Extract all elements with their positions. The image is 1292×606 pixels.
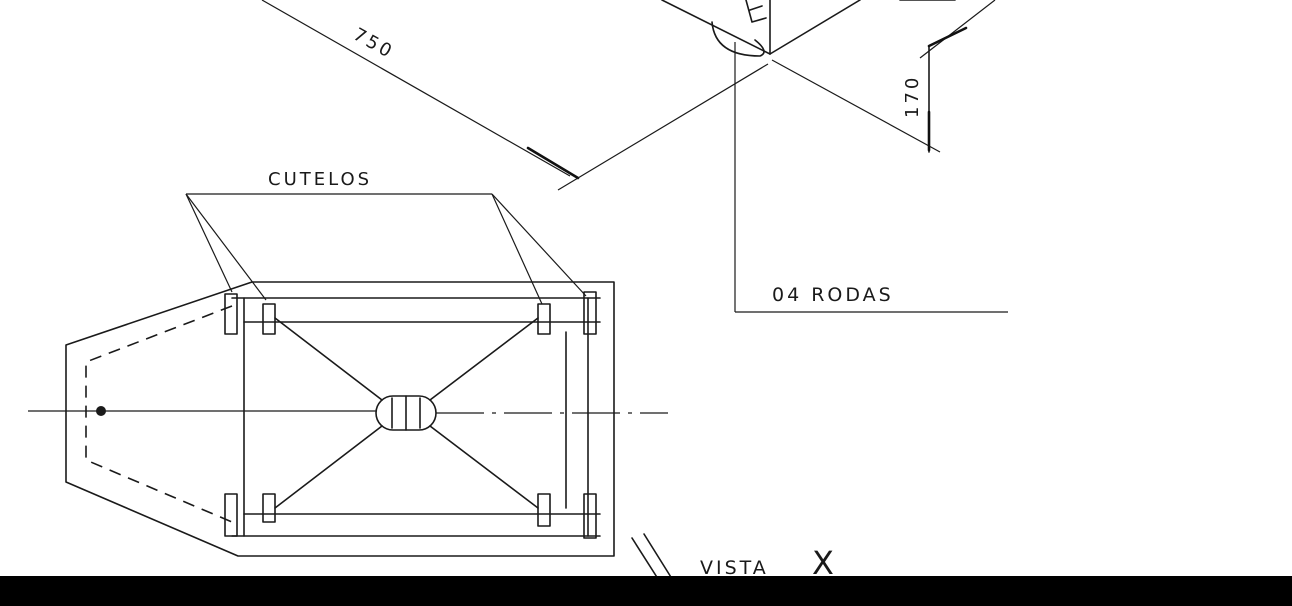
vista-mark-line-1	[631, 537, 661, 583]
wheel-block-top-right-outer	[583, 291, 597, 335]
brace-bottom-left	[274, 425, 383, 509]
label-04-rodas: 04 RODAS	[772, 284, 894, 306]
cutelos-leader-4	[491, 193, 587, 297]
wheel-block-bottom-right-inner	[537, 493, 551, 527]
brace-top-left	[274, 317, 383, 401]
brace-bottom-right	[429, 425, 539, 509]
wheel-block-bottom-left-inner	[262, 493, 276, 523]
wheel-block-bottom-right-outer	[583, 493, 597, 539]
hinge-detail	[745, 0, 767, 23]
box-edge-right	[769, 0, 861, 55]
vista-mark-line-2	[643, 533, 675, 583]
label-vista: VISTA	[700, 557, 769, 579]
cutelos-leader-2	[185, 193, 267, 301]
extension-line-170-lower	[771, 59, 941, 153]
brace-top-right	[429, 317, 539, 401]
label-cutelos: CUTELOS	[268, 169, 372, 190]
scan-border-bottom	[0, 576, 1292, 606]
dimension-170: 170	[902, 75, 923, 118]
wheel-block-bottom-left-outer	[224, 493, 238, 537]
cutelos-leader-1	[185, 193, 233, 293]
label-vista-letter: X	[812, 544, 834, 582]
dimension-tick-750	[526, 146, 580, 180]
wheel-block-top-right-inner	[537, 303, 551, 335]
wheel-block-top-left-inner	[262, 303, 276, 335]
pivot-point	[96, 406, 106, 416]
plan-view	[28, 193, 911, 587]
isometric-view	[261, 0, 1008, 313]
box-edge-left	[661, 0, 771, 55]
dimension-tick-170-top	[927, 26, 968, 48]
hull-dashed-outline	[85, 305, 233, 523]
dimension-line-750	[261, 0, 571, 177]
extension-line-170-upper	[919, 0, 996, 59]
extension-line-750	[557, 63, 769, 191]
cutelos-leader-3	[491, 193, 543, 305]
wheel-arc	[711, 21, 765, 57]
wheel-block-top-left-outer	[224, 293, 238, 335]
dimension-750: 750	[350, 24, 398, 63]
